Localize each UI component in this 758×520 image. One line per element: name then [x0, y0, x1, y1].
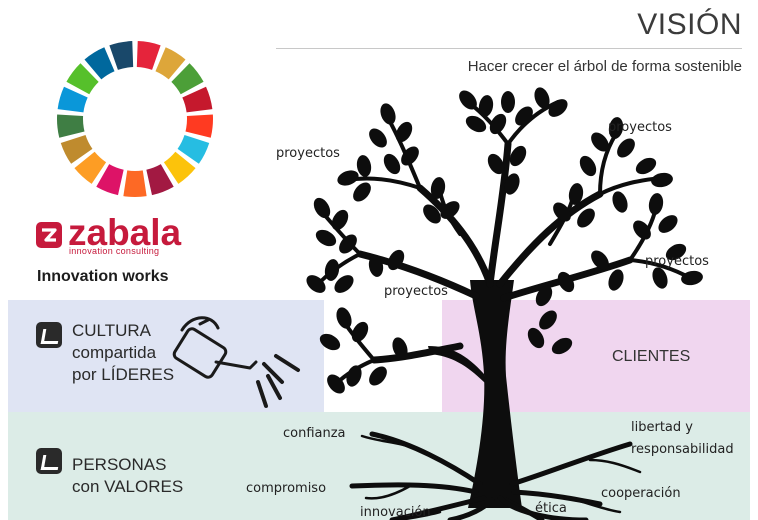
- cultura-text: CULTURA compartida por LÍDERES: [72, 320, 174, 386]
- title-divider: [276, 48, 742, 49]
- tree-illustration: [306, 87, 703, 520]
- logo-wordmark: zabala: [68, 212, 182, 253]
- personas-bullet-icon: [36, 448, 62, 474]
- sdg-segment: [60, 134, 93, 164]
- cultura-line2: compartida: [72, 343, 157, 362]
- label-libertad: libertad y: [631, 420, 693, 435]
- personas-text: PERSONAS con VALORES: [72, 454, 183, 498]
- sdg-segment: [146, 164, 174, 196]
- zabala-logo: zabala innovation consulting: [36, 212, 196, 256]
- sdg-wheel-icon: [57, 41, 213, 197]
- label-innovacion: innovación: [360, 505, 431, 520]
- logo-subtitle: innovation consulting: [69, 246, 160, 256]
- sdg-segment: [84, 47, 115, 80]
- label-proyectos-top-right: proyectos: [608, 120, 672, 135]
- cultura-panel: [8, 300, 324, 412]
- label-cooperacion: cooperación: [601, 486, 681, 501]
- sdg-segment: [109, 41, 134, 70]
- sdg-segment: [57, 114, 85, 138]
- sdg-segment: [182, 86, 213, 113]
- label-proyectos-center: proyectos: [384, 284, 448, 299]
- sdg-segment: [96, 164, 124, 196]
- label-responsabilidad: responsabilidad: [631, 442, 734, 457]
- label-etica: ética: [535, 501, 567, 516]
- label-proyectos-left: proyectos: [276, 146, 340, 161]
- page-title: VISIÓN: [637, 8, 742, 41]
- sdg-segment: [155, 47, 186, 80]
- sdg-segment: [74, 151, 107, 184]
- cultura-bullet-icon: [36, 322, 62, 348]
- sdg-segment: [185, 114, 213, 138]
- zabala-logo-mark-icon: [36, 222, 62, 248]
- watering-can-icon: [172, 316, 300, 408]
- sdg-segment: [177, 134, 210, 164]
- personas-line2: con VALORES: [72, 477, 184, 496]
- label-confianza: confianza: [283, 426, 346, 441]
- cultura-line1: CULTURA: [72, 321, 152, 340]
- label-proyectos-right: proyectos: [645, 254, 709, 269]
- sdg-segment: [123, 170, 147, 197]
- zabala-z-icon: [42, 228, 57, 242]
- sdg-segment: [57, 86, 88, 113]
- page-subtitle: Hacer crecer el árbol de forma sostenibl…: [467, 58, 742, 75]
- sdg-segment: [66, 63, 99, 95]
- sdg-segment: [136, 41, 161, 70]
- sdg-segment: [163, 151, 196, 184]
- label-compromiso: compromiso: [246, 481, 327, 496]
- sdg-segment: [171, 63, 204, 95]
- cultura-line3: por LÍDERES: [72, 365, 175, 384]
- clientes-label: CLIENTES: [612, 348, 691, 365]
- tagline: Innovation works: [37, 268, 169, 285]
- personas-line1: PERSONAS: [72, 455, 167, 474]
